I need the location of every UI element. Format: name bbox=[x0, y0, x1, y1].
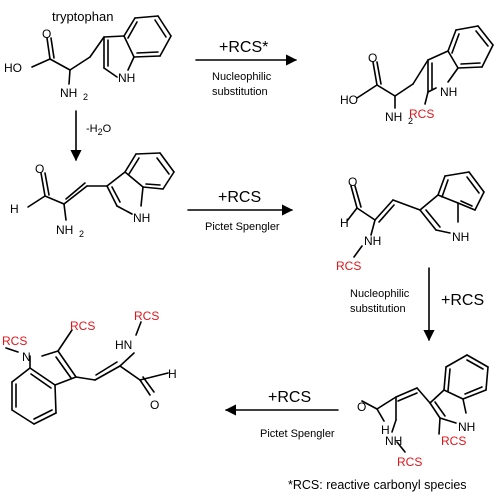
aldehyde-h-label: H bbox=[10, 202, 19, 216]
arrow-reagent: +RCS bbox=[268, 389, 311, 406]
arrow-caption: Pictet Spengler bbox=[205, 221, 280, 233]
enamine-nh2-label: NH bbox=[56, 223, 73, 237]
arrow-caption: Pictet Spengler bbox=[260, 428, 335, 440]
indole-nh-label: NH bbox=[118, 71, 135, 85]
carbonyl-o-label: O bbox=[42, 27, 51, 41]
indole-nh-label-4: NH bbox=[452, 230, 469, 244]
dehydration-reagent: -H2O bbox=[86, 123, 112, 137]
rcs-label-c2-5: RCS bbox=[441, 434, 466, 448]
aldehyde-h-label-5: H bbox=[381, 423, 390, 437]
aldehyde-h-label-6: H bbox=[168, 367, 177, 381]
aldehyde-o-label-6: O bbox=[150, 398, 159, 412]
rcs-label-n-5: RCS bbox=[397, 455, 422, 469]
indole-nh-label-5: NH bbox=[458, 420, 475, 434]
molecule-n-rcs: H O NH NH RCS bbox=[336, 171, 485, 273]
rcs-label-c2: RCS bbox=[409, 107, 434, 121]
molecule-rcs-tryptophan: HO O NH 2 NH RCS bbox=[340, 25, 494, 126]
hn-label-6: HN bbox=[115, 338, 132, 352]
tryptophan-bonds bbox=[31, 15, 172, 85]
arrow-caption-l2: substitution bbox=[212, 86, 268, 98]
rcs-label-n1-6: RCS bbox=[2, 334, 27, 348]
arrow-reagent: +RCS bbox=[441, 292, 484, 309]
indole-nh-label-2: NH bbox=[440, 85, 457, 99]
hydroxyl-label-2: HO bbox=[340, 93, 358, 107]
final-bonds bbox=[5, 321, 169, 425]
amide-nh-label: NH bbox=[364, 234, 381, 248]
arrow-caption-l1: Nucleophilic bbox=[350, 288, 410, 300]
arrow-pictet-spengler-1: +RCS Pictet Spengler bbox=[187, 189, 294, 233]
rcs-tryptophan-bonds bbox=[356, 25, 494, 109]
amide-nh-label-5: NH bbox=[385, 434, 402, 448]
amine-label: NH bbox=[60, 86, 77, 100]
bis-rcs-bonds bbox=[361, 354, 489, 453]
rcs-label-c2-6: RCS bbox=[70, 319, 95, 333]
indole-n-label-6: N bbox=[22, 350, 31, 364]
arrow-reagent: +RCS bbox=[218, 189, 261, 206]
aldehyde-o-label: O bbox=[35, 162, 44, 176]
carbonyl-o-label-5: O bbox=[357, 400, 366, 414]
arrow-caption-l1: Nucleophilic bbox=[212, 71, 272, 83]
aldehyde-h-label-4: H bbox=[340, 216, 349, 230]
arrow-nucleophilic-2: +RCS Nucleophilic substitution bbox=[350, 267, 484, 342]
arrow-nucleophilic-1: +RCS* Nucleophilic substitution bbox=[195, 39, 298, 98]
carbonyl-o-label-2: O bbox=[368, 51, 377, 65]
rcs-label-n: RCS bbox=[336, 259, 361, 273]
molecule-dehydro-tryptophan: H O NH 2 NH bbox=[10, 152, 175, 239]
amine-subscript: 2 bbox=[83, 92, 88, 102]
molecule-final-product: N RCS RCS RCS HN H O bbox=[2, 309, 177, 425]
indole-nh-label-3: NH bbox=[133, 211, 150, 225]
tryptophan-title: tryptophan bbox=[52, 9, 113, 24]
molecule-tryptophan: tryptophan HO O NH 2 NH bbox=[4, 9, 172, 102]
footnote: *RCS: reactive carbonyl species bbox=[288, 478, 467, 492]
aldehyde-o-label-4: O bbox=[348, 175, 357, 189]
amine-label-2: NH bbox=[385, 110, 402, 124]
arrow-pictet-spengler-2: +RCS Pictet Spengler bbox=[224, 389, 339, 440]
dehydro-bonds bbox=[27, 152, 175, 221]
enamine-subscript: 2 bbox=[79, 229, 84, 239]
hydroxyl-label: HO bbox=[4, 61, 22, 75]
amine-subscript-2: 2 bbox=[408, 116, 413, 126]
rcs-label-hn-6: RCS bbox=[134, 309, 159, 323]
arrow-caption-l2: substitution bbox=[350, 303, 406, 315]
n-rcs-bonds bbox=[346, 171, 485, 258]
molecule-bis-rcs: O H NH NH RCS RCS bbox=[357, 354, 489, 469]
arrow-dehydration: -H2O bbox=[70, 110, 112, 162]
arrow-reagent: +RCS* bbox=[219, 39, 268, 56]
